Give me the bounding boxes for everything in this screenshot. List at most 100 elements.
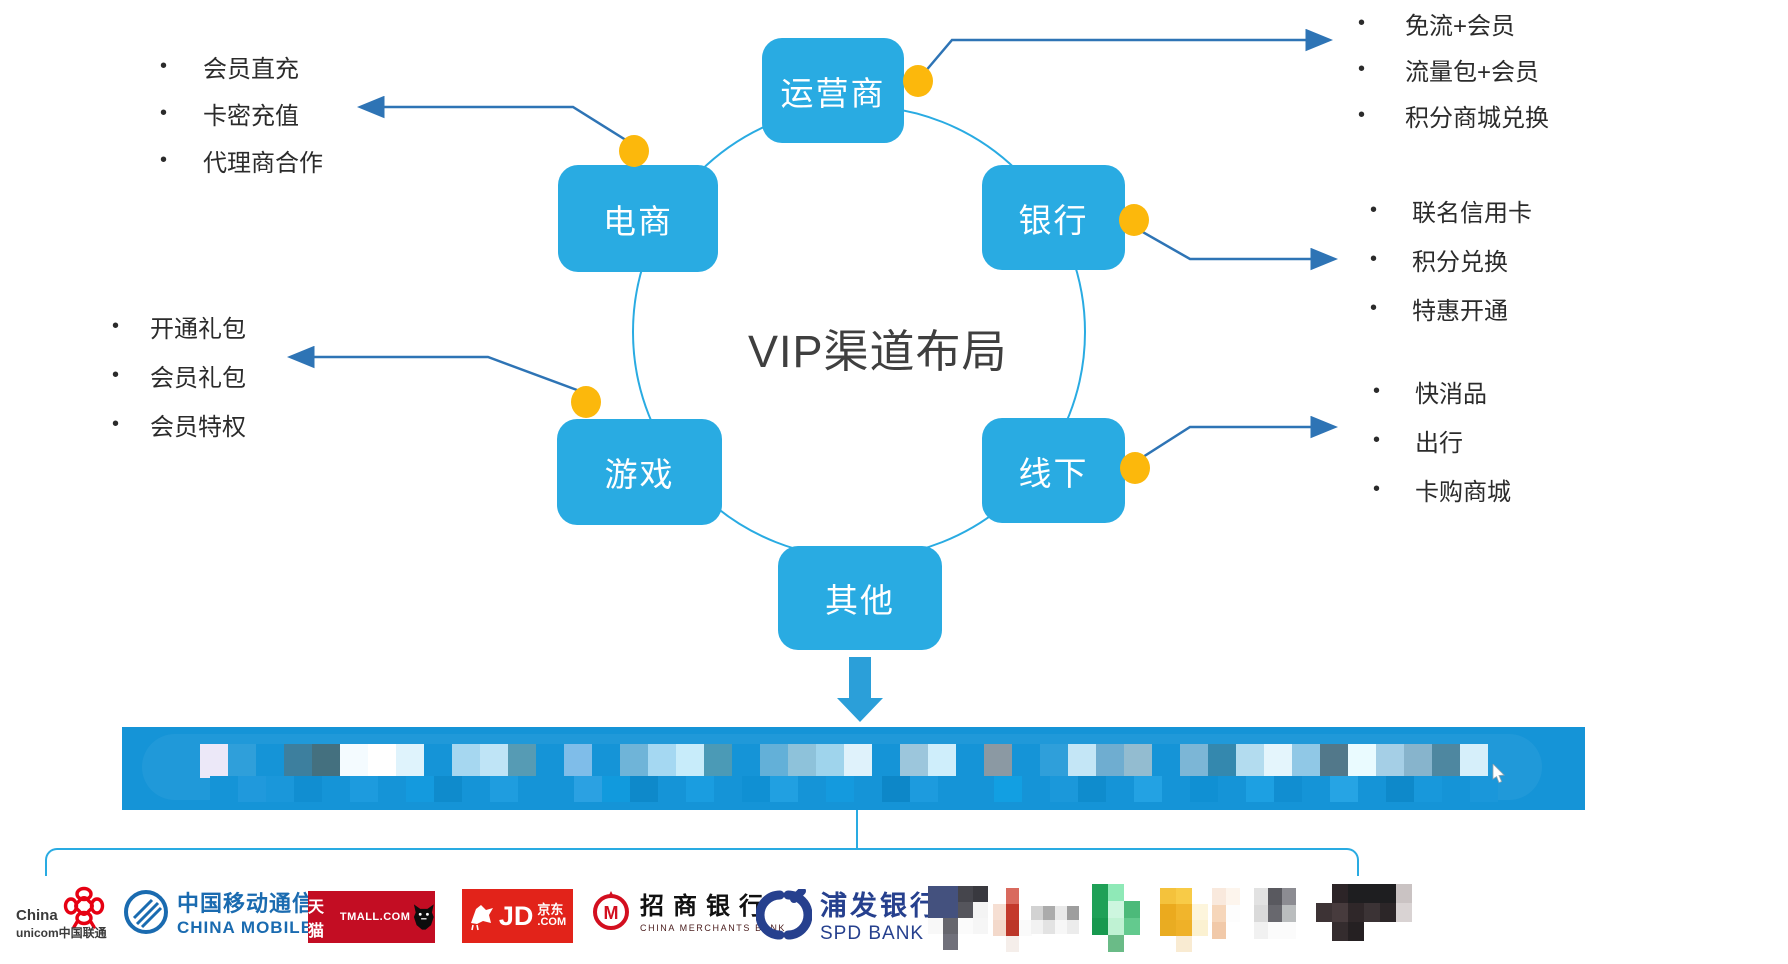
mosaic-cell — [704, 744, 732, 778]
list-item: •免流+会员 — [1358, 11, 1516, 40]
mosaic-cell — [1470, 776, 1498, 802]
mosaic-cell — [238, 776, 266, 802]
mosaic-cell — [1192, 920, 1208, 936]
mosaic-cell — [844, 744, 872, 778]
mosaic-cell — [1348, 922, 1364, 941]
list-item: •代理商合作 — [160, 149, 323, 177]
mosaic-cell — [1043, 920, 1055, 934]
mosaic-cell — [732, 744, 760, 778]
mosaic-cell — [1442, 776, 1470, 802]
china-mobile-en: CHINA MOBILE — [177, 918, 314, 937]
mosaic-cell — [1246, 776, 1274, 802]
logo-tmall: 天猫 TMALL.COM — [308, 891, 435, 943]
node-other: 其他 — [778, 546, 942, 650]
mosaic-cell — [973, 918, 988, 934]
unicom-wordmark-en1: China — [16, 907, 58, 924]
logo-china-unicom: China unicom中国联通 — [14, 886, 114, 948]
spdb-en: SPD BANK — [820, 923, 925, 944]
mosaic-cell — [424, 744, 452, 778]
mosaic-cell — [958, 918, 973, 934]
list-ecommerce: •会员直充 •卡密充值 •代理商合作 — [160, 43, 323, 184]
mosaic-cell — [676, 744, 704, 778]
mosaic-cell — [1176, 936, 1192, 952]
mosaic-cell — [928, 744, 956, 778]
mosaic-cell — [1160, 904, 1176, 920]
mosaic-cell — [1176, 888, 1192, 904]
mosaic-cell — [900, 744, 928, 778]
mosaic-cell — [1380, 903, 1396, 922]
mosaic-cell — [1316, 884, 1332, 903]
cmb-cn: 招商银行 — [640, 893, 772, 920]
mosaic-cell — [1212, 905, 1226, 922]
mosaic-cell — [1380, 922, 1396, 941]
mosaic-cell — [1254, 905, 1268, 922]
mosaic-cell — [943, 934, 958, 950]
mosaic-cell — [1078, 776, 1106, 802]
list-item: •开通礼包 — [112, 315, 246, 343]
mosaic-cell — [1092, 918, 1108, 935]
mosaic-cell — [1240, 905, 1254, 922]
mosaic-cell — [928, 902, 943, 918]
mosaic-cell — [1055, 906, 1067, 920]
mosaic-cell — [686, 776, 714, 802]
mosaic-cell — [854, 776, 882, 802]
mosaic-cell — [1067, 906, 1079, 920]
mosaic-cell — [284, 744, 312, 778]
list-offline: •快消品 •出行 •卡购商城 — [1373, 367, 1511, 514]
mosaic-cell — [1364, 903, 1380, 922]
mosaic-cell — [1092, 935, 1108, 952]
mosaic-cell — [210, 776, 238, 802]
mosaic-cell — [1160, 936, 1176, 952]
mosaic-cell — [322, 776, 350, 802]
list-item: •会员特权 — [112, 413, 246, 441]
jd-wordmark: JD — [498, 900, 534, 931]
mosaic-cell — [256, 744, 284, 778]
mosaic-cell — [1012, 744, 1040, 778]
mosaic-cell — [1212, 922, 1226, 939]
node-operator-label: 运营商 — [780, 74, 886, 112]
mosaic-cell — [928, 934, 943, 950]
bullet-icon: • — [1373, 429, 1381, 451]
mosaic-cell — [1160, 920, 1176, 936]
bullet-icon: • — [160, 149, 168, 171]
mosaic-cell — [1019, 936, 1032, 952]
logo-china-mobile: 中国移动通信 CHINA MOBILE — [122, 886, 315, 938]
mosaic-cell — [742, 776, 770, 802]
mosaic-cell — [1160, 888, 1176, 904]
mosaic-cell — [1108, 935, 1124, 952]
bullet-icon: • — [112, 413, 120, 435]
arrow-bank — [1140, 229, 1338, 271]
list-item: •联名信用卡 — [1370, 199, 1532, 227]
mosaic-cell — [1380, 884, 1396, 903]
logo-jd: JD 京东 .COM — [462, 889, 573, 943]
mosaic-cell — [1092, 901, 1108, 918]
mosaic-cell — [1226, 888, 1240, 905]
mosaic-cell — [928, 886, 943, 902]
mosaic-cell — [1176, 904, 1192, 920]
bullet-icon: • — [1370, 199, 1378, 221]
mosaic-cell — [452, 744, 480, 778]
mosaic-cell — [882, 776, 910, 802]
mosaic-cell — [872, 744, 900, 778]
mosaic-cell — [620, 744, 648, 778]
mosaic-cell — [1396, 922, 1412, 941]
mosaic-cell — [1006, 904, 1019, 920]
mosaic-cell — [1152, 744, 1180, 778]
mosaic-cell — [1236, 744, 1264, 778]
mosaic-cell — [1404, 744, 1432, 778]
mosaic-cell — [1055, 920, 1067, 934]
mosaic-cell — [1254, 922, 1268, 939]
censored-banner — [122, 727, 1585, 810]
mosaic-cell — [1332, 922, 1348, 941]
mosaic-cell — [1022, 776, 1050, 802]
mosaic-cell — [536, 744, 564, 778]
mosaic-cell — [826, 776, 854, 802]
mosaic-cell — [378, 776, 406, 802]
mosaic-cell — [966, 776, 994, 802]
mosaic-cell — [1460, 744, 1488, 778]
mosaic-cell — [1268, 888, 1282, 905]
mosaic-cell — [1264, 744, 1292, 778]
mosaic-cell — [200, 744, 228, 778]
down-arrow-icon — [837, 657, 883, 722]
list-item: •会员直充 — [160, 55, 299, 83]
